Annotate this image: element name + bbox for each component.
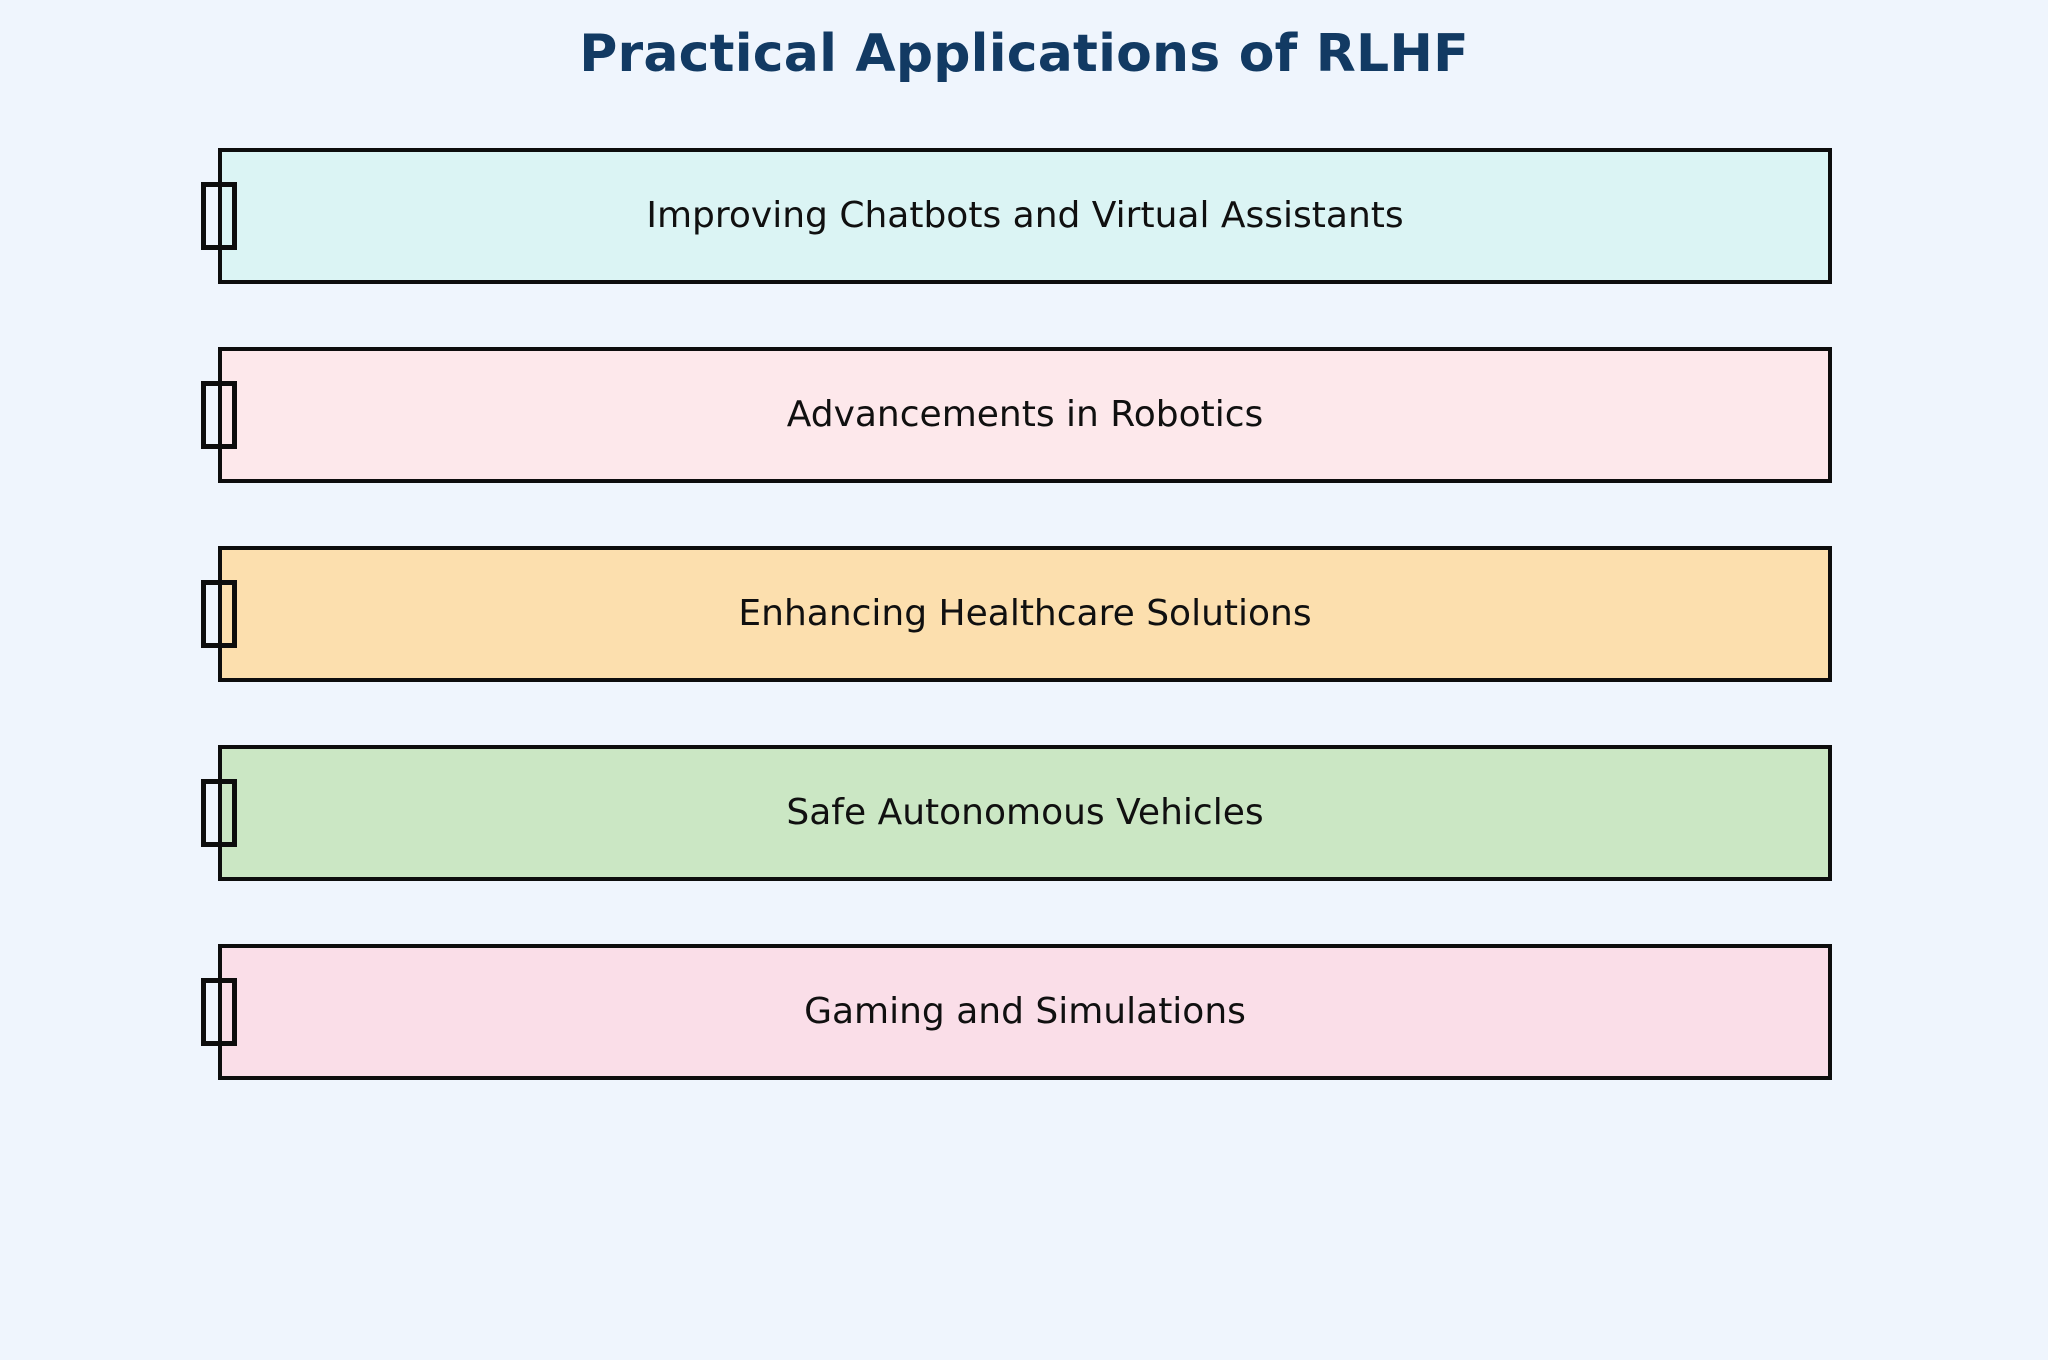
stage-bar[interactable]: Safe Autonomous Vehicles <box>218 745 1832 881</box>
stage-marker-icon <box>201 978 237 1046</box>
stage-marker-mask <box>206 187 218 245</box>
stage-label: Gaming and Simulations <box>804 991 1246 1033</box>
stage-label: Advancements in Robotics <box>786 394 1264 436</box>
stage-marker-icon <box>201 381 237 449</box>
stage-label: Safe Autonomous Vehicles <box>786 792 1264 834</box>
stage-marker-icon <box>201 779 237 847</box>
stage-row: Improving Chatbots and Virtual Assistant… <box>0 148 2048 348</box>
stage-row: Enhancing Healthcare Solutions <box>0 546 2048 746</box>
stage-bar[interactable]: Improving Chatbots and Virtual Assistant… <box>218 148 1832 284</box>
stage-marker-mask <box>206 784 218 842</box>
stage-bar[interactable]: Advancements in Robotics <box>218 347 1832 483</box>
stage-marker-mask <box>206 386 218 444</box>
stage-marker-icon <box>201 182 237 250</box>
stage-row: Gaming and Simulations <box>0 944 2048 1144</box>
stage-marker-mask <box>206 585 218 643</box>
stage-bar[interactable]: Gaming and Simulations <box>218 944 1832 1080</box>
stage-bar[interactable]: Enhancing Healthcare Solutions <box>218 546 1832 682</box>
stage-marker-icon <box>201 580 237 648</box>
stage-label: Enhancing Healthcare Solutions <box>738 593 1312 635</box>
stage-row: Safe Autonomous Vehicles <box>0 745 2048 945</box>
stage-label: Improving Chatbots and Virtual Assistant… <box>646 195 1404 237</box>
page-title: Practical Applications of RLHF <box>579 24 1469 84</box>
stage-row: Advancements in Robotics <box>0 347 2048 547</box>
stage-marker-mask <box>206 983 218 1041</box>
